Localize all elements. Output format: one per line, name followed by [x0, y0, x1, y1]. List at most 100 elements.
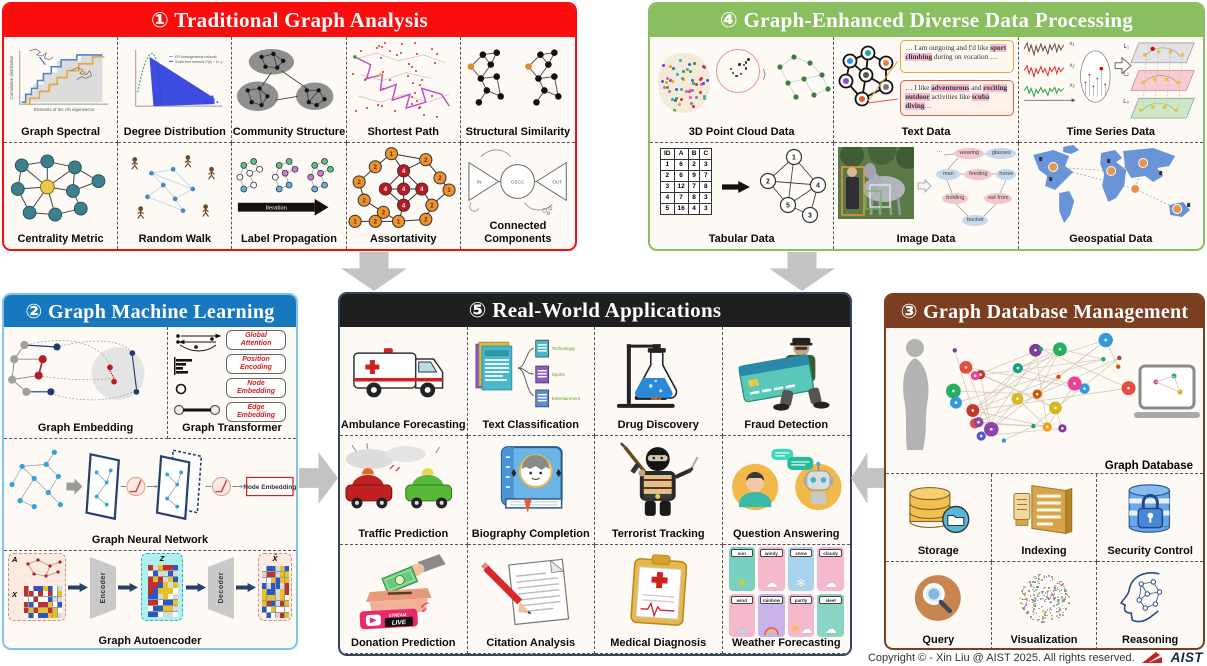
cell-reasoning: Reasoning — [1097, 562, 1203, 648]
cell-graph-transformer: Global Attention Position Encoding Node … — [168, 327, 296, 439]
svg-text:IN: IN — [477, 179, 482, 184]
storage-icon — [909, 486, 970, 534]
matrix-x-label: X — [12, 590, 18, 599]
point-cloud-magnifier — [716, 49, 760, 93]
svg-text:1: 1 — [792, 155, 796, 162]
cell-shortest-path: Shortest Path — [346, 37, 461, 143]
aist-logo-icon — [1141, 651, 1162, 663]
matrix-xhat-label: X̂ — [272, 554, 278, 563]
cell-label: Tabular Data — [708, 233, 775, 245]
cell-fraud-detection: Fraud Detection — [722, 327, 850, 436]
human-silhouette — [903, 339, 929, 450]
medical-clipboard-icon — [630, 554, 688, 626]
cell-label: Label Propagation — [241, 233, 337, 245]
text-classification-illustration: Technology Sports Entertainment — [475, 339, 580, 408]
query-magnifier-icon — [914, 575, 961, 621]
flow-arrow-down-left — [341, 252, 407, 291]
svg-text:L₁: L₁ — [1123, 44, 1128, 50]
panel-title: ① Traditional Graph Analysis — [4, 4, 575, 37]
svg-text:1: 1 — [353, 220, 357, 226]
aist-logo-text: AIST — [1170, 650, 1203, 665]
svg-text:x₁: x₁ — [1068, 41, 1074, 47]
cell-label: Structural Similarity — [465, 126, 571, 138]
cell-traffic-prediction: Traffic Prediction — [340, 436, 468, 545]
cell-degree-distribution: ER homogeneous network Scale-free networ… — [118, 37, 233, 143]
latent-matrix — [148, 565, 178, 617]
reconstructed-matrix — [262, 566, 289, 618]
scene-graph-edges — [944, 153, 1007, 217]
cell-citation-analysis: Citation Analysis — [467, 545, 595, 654]
sun-icon: ☀ — [736, 575, 748, 590]
fraud-thief-icon — [737, 337, 829, 411]
right-arrow-icon — [236, 583, 256, 592]
cell-label: Time Series Data — [1066, 126, 1156, 138]
svg-text:L₃: L₃ — [1123, 99, 1129, 105]
community-structure-illustration — [237, 49, 334, 112]
geospatial-illustration — [1032, 145, 1190, 223]
cell-label: Assortativity — [369, 233, 437, 245]
weather-card-label: snow — [789, 549, 813, 557]
cell-graph-spectral: Cumulative distribution Elements of the … — [4, 37, 119, 143]
tag-global-attention: Global Attention — [226, 330, 286, 350]
cell-drug-discovery: Drug Discovery — [595, 327, 723, 436]
cell-graph-database: Graph Database — [886, 328, 1203, 474]
cell-security-control: Security Control — [1097, 474, 1203, 562]
svg-text:Sports: Sports — [551, 372, 565, 377]
cell-label-propagation: Iteration Label Propagation — [232, 143, 347, 249]
cell-image-data: … wearing glasses man feeding horse hold… — [834, 143, 1019, 249]
autoencoder-output-box: X̂ — [258, 553, 292, 621]
cell-label: Graph Transformer — [182, 422, 282, 434]
weather-cards: sun☀ windy☁ snow❄ cloudy☁ wind☁ rainbow … — [728, 547, 844, 637]
copyright-text: Copyright © - Xin Liu @ AIST 2025. All r… — [867, 651, 1135, 664]
panel-traditional-graph-analysis: ① Traditional Graph Analysis Cumulative … — [2, 2, 577, 251]
cell-label: 3D Point Cloud Data — [688, 126, 795, 138]
svg-text:1: 1 — [396, 220, 400, 226]
sleet-icon: ☁ — [824, 622, 837, 636]
time-series-illustration: x₁ x₂ x₃ L₁ L₂ L₃ — [1023, 41, 1195, 119]
degree-distribution-illustration: ER homogeneous network Scale-free networ… — [135, 50, 223, 107]
cell-label: Random Walk — [138, 233, 211, 245]
cell-label: Graph Spectral — [21, 126, 101, 138]
terrorist-figure-icon — [620, 442, 699, 516]
svg-text:LIVE: LIVE — [392, 619, 407, 627]
svg-text:3: 3 — [808, 213, 812, 220]
latent-z-label: Z — [159, 554, 165, 563]
cell-label: Shortest Path — [367, 126, 439, 138]
svg-text:4: 4 — [402, 203, 406, 209]
scene-node-eat-from: eat from — [984, 193, 1013, 204]
indexing-icon — [1013, 484, 1072, 535]
cell-label: Community Structure — [232, 126, 346, 138]
svg-text:1: 1 — [389, 152, 393, 158]
rainbow-icon — [763, 627, 779, 635]
cell-label: Centrality Metric — [17, 233, 104, 245]
cell-label: Donation Prediction — [351, 637, 456, 649]
cell-3d-point-cloud-data: ⟩ 3D Point Cloud Data — [650, 37, 835, 143]
svg-text:4: 4 — [402, 187, 406, 193]
svg-text:2: 2 — [373, 165, 377, 171]
tag-node-embedding: Node Embedding — [226, 378, 286, 398]
svg-text:L₂: L₂ — [1123, 72, 1129, 78]
cell-weather-forecasting: sun☀ windy☁ snow❄ cloudy☁ wind☁ rainbow … — [722, 545, 850, 654]
svg-text:2: 2 — [362, 198, 366, 204]
svg-text:Iteration: Iteration — [266, 206, 287, 212]
svg-text:Node Embedding: Node Embedding — [243, 484, 296, 491]
weather-card-label: rainbow — [760, 595, 783, 604]
right-arrow-icon — [118, 583, 138, 592]
cell-label: Ambulance Forecasting — [340, 419, 466, 431]
gnn-illustration: Node Embedding — [9, 449, 296, 521]
cell-time-series-data: x₁ x₂ x₃ L₁ L₂ L₃ Tim — [1018, 37, 1203, 143]
footer: Copyright © - Xin Liu @ AIST 2025. All r… — [868, 649, 1203, 666]
svg-text:2: 2 — [381, 210, 385, 216]
svg-text:2: 2 — [430, 203, 434, 209]
scene-node-horse: horse — [996, 169, 1017, 180]
cell-label: Weather Forecasting — [731, 637, 841, 649]
tag-edge-embedding: Edge Embedding — [226, 402, 286, 422]
cell-label: Connected Components — [484, 220, 552, 245]
tag-position-encoding: Position Encoding — [226, 354, 286, 374]
security-lock-icon — [1128, 484, 1171, 533]
panel-title: ② Graph Machine Learning — [4, 295, 296, 327]
partly-sunny-icon: ☀☁ — [789, 622, 813, 636]
